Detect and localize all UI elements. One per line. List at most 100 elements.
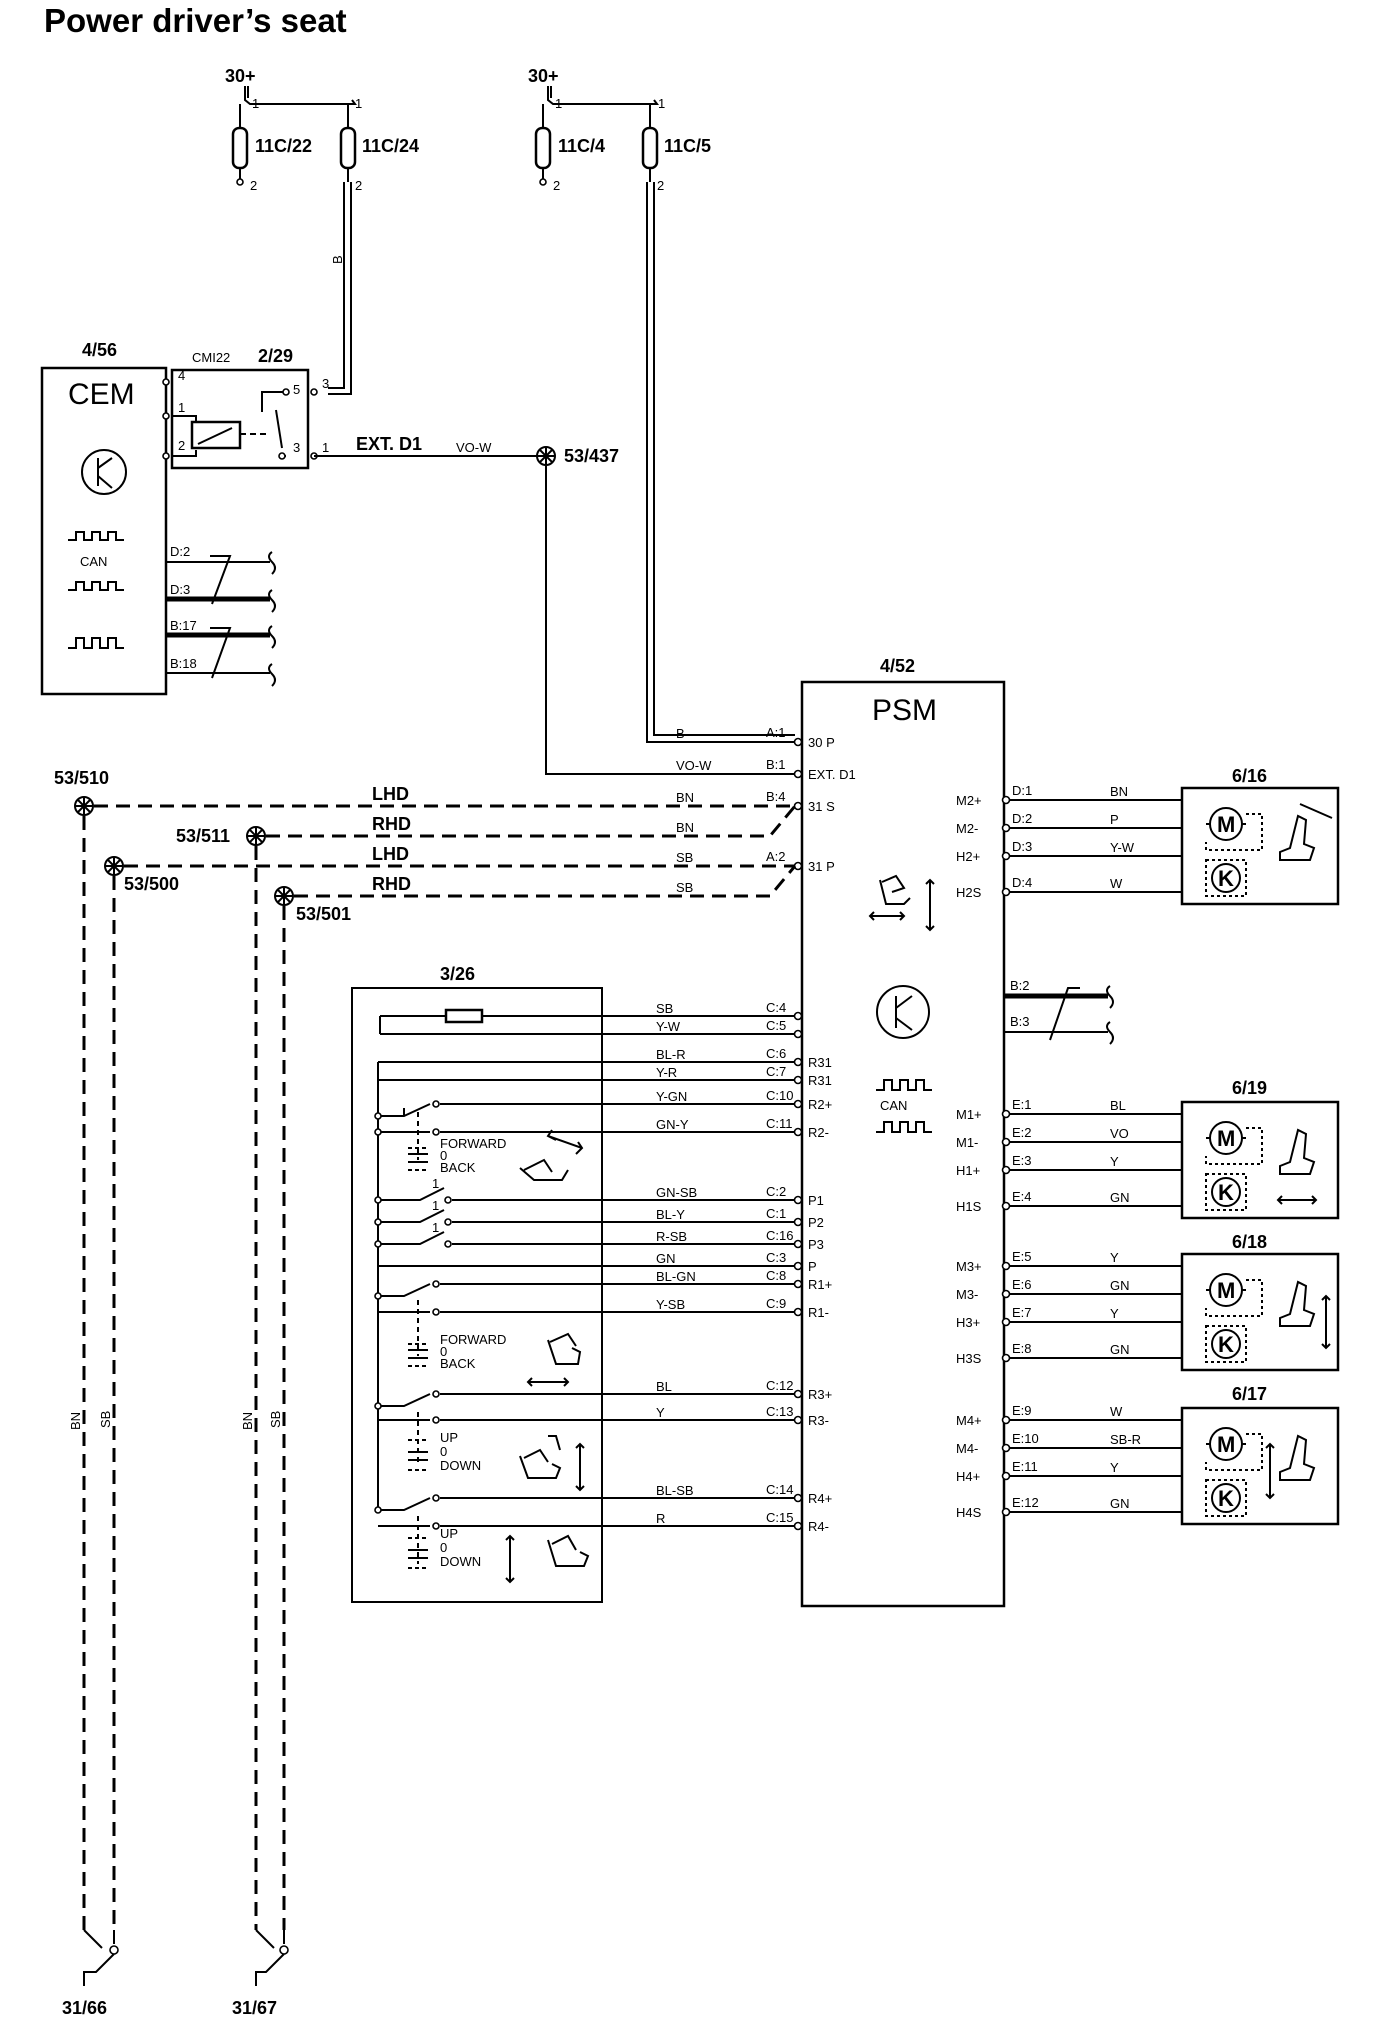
psm-motor-pin-code: E:8 (1012, 1341, 1032, 1356)
fuse-pin-label: 2 (553, 178, 560, 193)
psm-motor-terminal (1001, 1165, 1011, 1175)
psm-motor-terminal (1001, 1415, 1011, 1425)
psm-motor-wire-color: VO (1110, 1126, 1129, 1141)
motor-symbol: M (1217, 1432, 1235, 1457)
cem-pin-d3: D:3 (170, 582, 190, 597)
psm-motor-terminal (1001, 1109, 1011, 1119)
ext-d1-label: EXT. D1 (356, 434, 422, 454)
psm-c-pins: C:4SBC:5Y-WC:6BL-RR31C:7Y-RR31C:10Y-GNR2… (602, 1000, 832, 1534)
motor-box (1180, 1252, 1340, 1372)
seat-slide-icon (526, 1332, 582, 1387)
node-53-510: 53/510 (54, 768, 109, 788)
sensor-frame (1205, 1173, 1247, 1211)
fuse-label-11c22: 11C/22 (255, 136, 312, 156)
relay-pin: 3 (293, 440, 300, 455)
psm-c-pin-name: R4+ (808, 1491, 832, 1506)
psm-motor-pin-code: D:4 (1012, 875, 1032, 890)
psm-c-wire-color: GN-SB (656, 1185, 697, 1200)
psm-c-terminal (793, 1389, 803, 1399)
seat-height-icon (519, 1435, 585, 1492)
psm-pin-terminal (793, 861, 803, 871)
psm-motor-pin-name: M2- (956, 821, 978, 836)
psm-pin-code: B:4 (766, 789, 786, 804)
relay-id: 2/29 (258, 346, 293, 366)
rhd-label-1: RHD (372, 814, 411, 834)
psm-c-pin-code: C:15 (766, 1510, 793, 1525)
label-forward: FORWARD (440, 1332, 506, 1347)
ground-31-67: 31/67 (232, 1998, 277, 2018)
label-down: DOWN (440, 1458, 481, 1473)
psm-motor-wire-color: Y (1110, 1154, 1119, 1169)
psm-c-wire-color: Y-R (656, 1065, 677, 1080)
psm-motor-wire-color: GN (1110, 1278, 1130, 1293)
psm-motor-pin-name: H4+ (956, 1469, 980, 1484)
ground-31-66: 31/66 (62, 1998, 107, 2018)
psm-motor-wire-color: GN (1110, 1342, 1130, 1357)
psm-c-pin-code: C:9 (766, 1296, 786, 1311)
psm-c-pin-code: C:11 (766, 1116, 793, 1131)
psm-motor-pin-name: H3+ (956, 1315, 980, 1330)
psm-c-wire-color: R (656, 1511, 665, 1526)
sensor-symbol: K (1218, 866, 1234, 891)
node-53-437: 53/437 (564, 446, 619, 466)
psm-motor-terminal (1001, 1353, 1011, 1363)
relay-pin: 5 (293, 382, 300, 397)
psm-can-label: CAN (880, 1098, 907, 1113)
label-up: UP (440, 1526, 458, 1541)
wire-color-sb-right: SB (268, 1411, 283, 1428)
motor-box (1180, 1100, 1340, 1220)
psm-wire-color: SB (676, 880, 693, 895)
seat-switch-3-26: 3/26 FORWARD 0 BACK (351, 964, 603, 1603)
seat-icon (1279, 1434, 1316, 1481)
cem-pin-d2: D:2 (170, 544, 190, 559)
psm-motor-pin-name: H1+ (956, 1163, 980, 1178)
psm-c-terminal (793, 1415, 803, 1425)
psm-c-terminal (793, 1011, 803, 1021)
psm-c-pin-name: R4- (808, 1519, 829, 1534)
wire-color-bn-left: BN (68, 1412, 83, 1430)
psm-c-wire-color: BL-Y (656, 1207, 685, 1222)
psm-c-pin-code: C:2 (766, 1184, 786, 1199)
psm-motor-wire-color: GN (1110, 1496, 1130, 1511)
fuse-pin-label: 2 (657, 178, 664, 193)
motor-link (1205, 813, 1263, 851)
wire-color-bn-right: BN (240, 1412, 255, 1430)
psm-pin-b3: B:3 (1010, 1014, 1030, 1029)
psm-c-wire-color: BL (656, 1379, 672, 1394)
psm-motor-pin-code: E:9 (1012, 1403, 1032, 1418)
psm-c-terminal (793, 1075, 803, 1085)
psm-c-terminal (793, 1307, 803, 1317)
psm-motor-wire-color: SB-R (1110, 1432, 1141, 1447)
psm-pin-terminal (793, 769, 803, 779)
psm-c-pin-code: C:16 (766, 1228, 793, 1243)
psm-motor-wire-color: Y (1110, 1306, 1119, 1321)
motor-id: 6/18 (1232, 1232, 1267, 1252)
label-zero: 0 (440, 1148, 447, 1163)
psm-motor-pin-name: H1S (956, 1199, 982, 1214)
wire-color-b: B (330, 255, 345, 264)
ground-network: 53/510 LHD 53/511 RHD 53/500 LHD 53/501 … (54, 768, 797, 2018)
psm-motor-pin-code: E:10 (1012, 1431, 1039, 1446)
wire-color-sb-left: SB (98, 1411, 113, 1428)
psm-motor-terminal (1001, 1443, 1011, 1453)
psm-c-pin-name: R1- (808, 1305, 829, 1320)
memory-mark: 1 (432, 1176, 439, 1191)
rhd-label-2: RHD (372, 874, 411, 894)
cem-can-label: CAN (80, 554, 107, 569)
psm-c-pin-code: C:10 (766, 1088, 793, 1103)
sensor-symbol: K (1218, 1332, 1234, 1357)
sensor-frame (1205, 859, 1247, 897)
psm-c-pin-name: P (808, 1259, 817, 1274)
psm-c-pin-name: R1+ (808, 1277, 832, 1292)
psm-motor-pin-name: M4- (956, 1441, 978, 1456)
psm-c-pin-name: P3 (808, 1237, 824, 1252)
label-back: BACK (440, 1356, 476, 1371)
psm-motor-pin-name: M1+ (956, 1107, 982, 1122)
cem-id: 4/56 (82, 340, 117, 360)
sensor-symbol: K (1218, 1486, 1234, 1511)
motor-link (1205, 1279, 1263, 1317)
relay-pin: 4 (178, 368, 185, 383)
transistor-icon (81, 449, 127, 495)
psm-motor-pin-code: E:4 (1012, 1189, 1032, 1204)
